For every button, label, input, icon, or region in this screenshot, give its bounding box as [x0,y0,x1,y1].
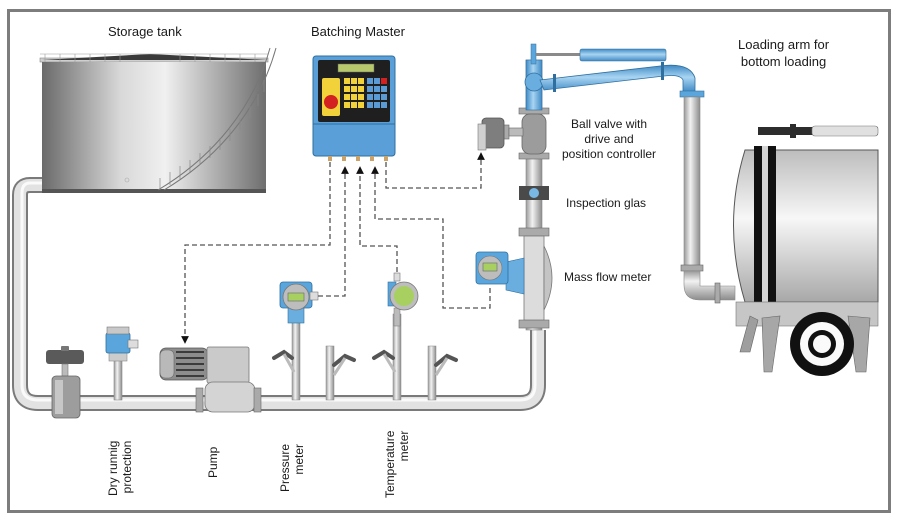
temperature-meter [387,272,419,327]
inspection-glas [519,186,549,200]
label-dry-running-line1: Dry runnig [106,440,120,496]
label-ball-valve-line1: Ball valve with [571,117,648,131]
loading-arm [524,43,736,304]
label-inspection-glas: Inspection glas [566,196,647,210]
mass-flow-meter [475,227,553,329]
label-dry-running-line2: protection [120,440,134,494]
label-temperature-meter-line2: meter [397,430,411,462]
label-temperature-meter: Temperature meter [383,431,411,498]
label-ball-valve: Ball valve with drive and position contr… [562,117,656,162]
label-pressure-meter-line1: Pressure [278,443,292,492]
label-loading-arm: Loading arm for bottom loading [738,36,829,70]
label-storage-tank: Storage tank [108,24,182,39]
label-loading-arm-line2: bottom loading [740,54,827,69]
signal-link-pump [181,162,331,344]
tanker-truck [733,124,879,376]
signal-lines [181,152,491,344]
label-ball-valve-line3: position controller [562,147,657,161]
signal-link-ballvalve [385,152,485,189]
branch-pipes [272,313,458,401]
label-loading-arm-line1: Loading arm for [738,37,830,52]
label-ball-valve-line2: drive and [584,132,634,146]
main-pipeline [12,177,546,411]
batching-master [312,55,396,161]
label-pressure-meter: Pressure meter [278,444,306,492]
shutoff-valve [46,346,84,419]
ball-valve [477,107,550,160]
label-batching-master: Batching Master [311,24,405,39]
signal-link-temperature [356,166,398,272]
pressure-meter [279,281,319,324]
label-mass-flow-meter: Mass flow meter [564,270,652,284]
signal-link-massflow [371,166,491,309]
label-pump: Pump [206,446,220,478]
hand-valve-handle [272,349,458,367]
pump [159,346,262,413]
label-dry-running: Dry runnig protection [106,441,134,496]
signal-link-pressure [318,166,349,297]
storage-tank [39,47,277,193]
label-temperature-meter-line1: Temperature [383,430,397,498]
label-pressure-meter-line2: meter [292,443,306,475]
dry-running-protection [105,326,139,401]
